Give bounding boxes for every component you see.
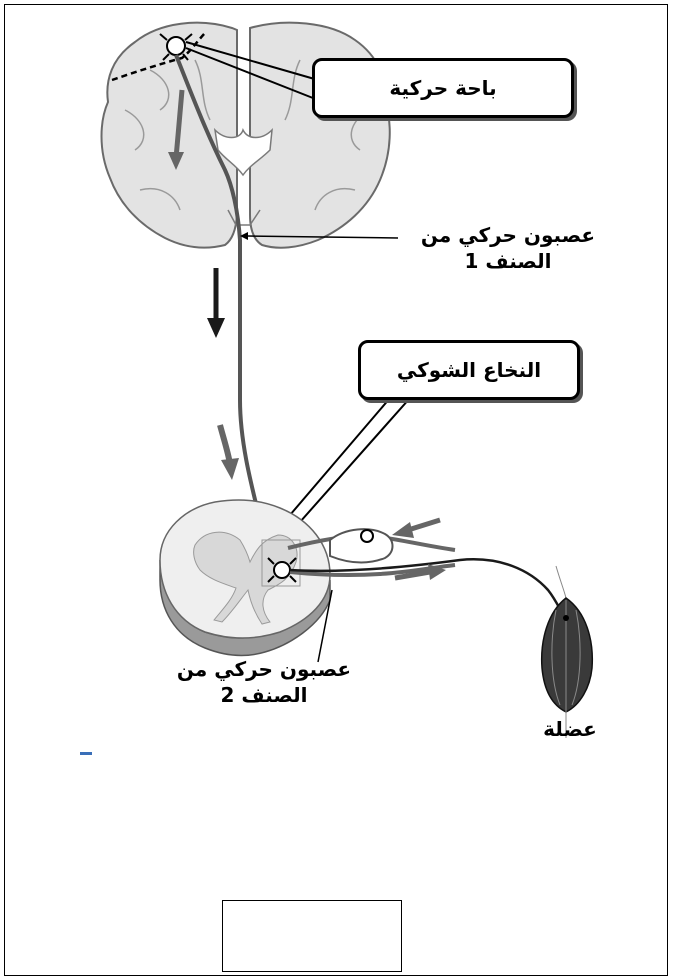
incoming-arrow [408, 520, 440, 530]
lower-motor-neuron-label-line2: الصنف 2 [164, 682, 364, 708]
blue-dash-mark [80, 752, 92, 755]
answer-box[interactable] [222, 900, 402, 972]
lower-motor-neuron-label: عصبون حركي من الصنف 2 [164, 656, 364, 708]
motor-area-label: باحة حركية [389, 76, 496, 100]
spinal-cord-label: النخاع الشوكي [397, 358, 541, 382]
spinal-cord-pointer [290, 398, 410, 522]
upper-motor-neuron-label-line1: عصبون حركي من [408, 222, 608, 248]
neuromuscular-junction [563, 615, 569, 621]
lower-motor-neuron-label-line1: عصبون حركي من [164, 656, 364, 682]
brain-illustration [102, 23, 390, 248]
muscle-tendon-top [556, 566, 566, 598]
spinal-cord-callout: النخاع الشوكي [358, 340, 580, 400]
ganglion-cell [361, 530, 373, 542]
spinal-cord-section [160, 500, 330, 655]
muscle-belly [542, 598, 593, 712]
gray-arrow-cord [220, 425, 230, 464]
motor-area-callout: باحة حركية [312, 58, 574, 118]
upper-motor-neuron-label-line2: الصنف 1 [408, 248, 608, 274]
upper-motor-neuron-label: عصبون حركي من الصنف 1 [408, 222, 608, 274]
muscle-label: عضلة [520, 716, 620, 742]
